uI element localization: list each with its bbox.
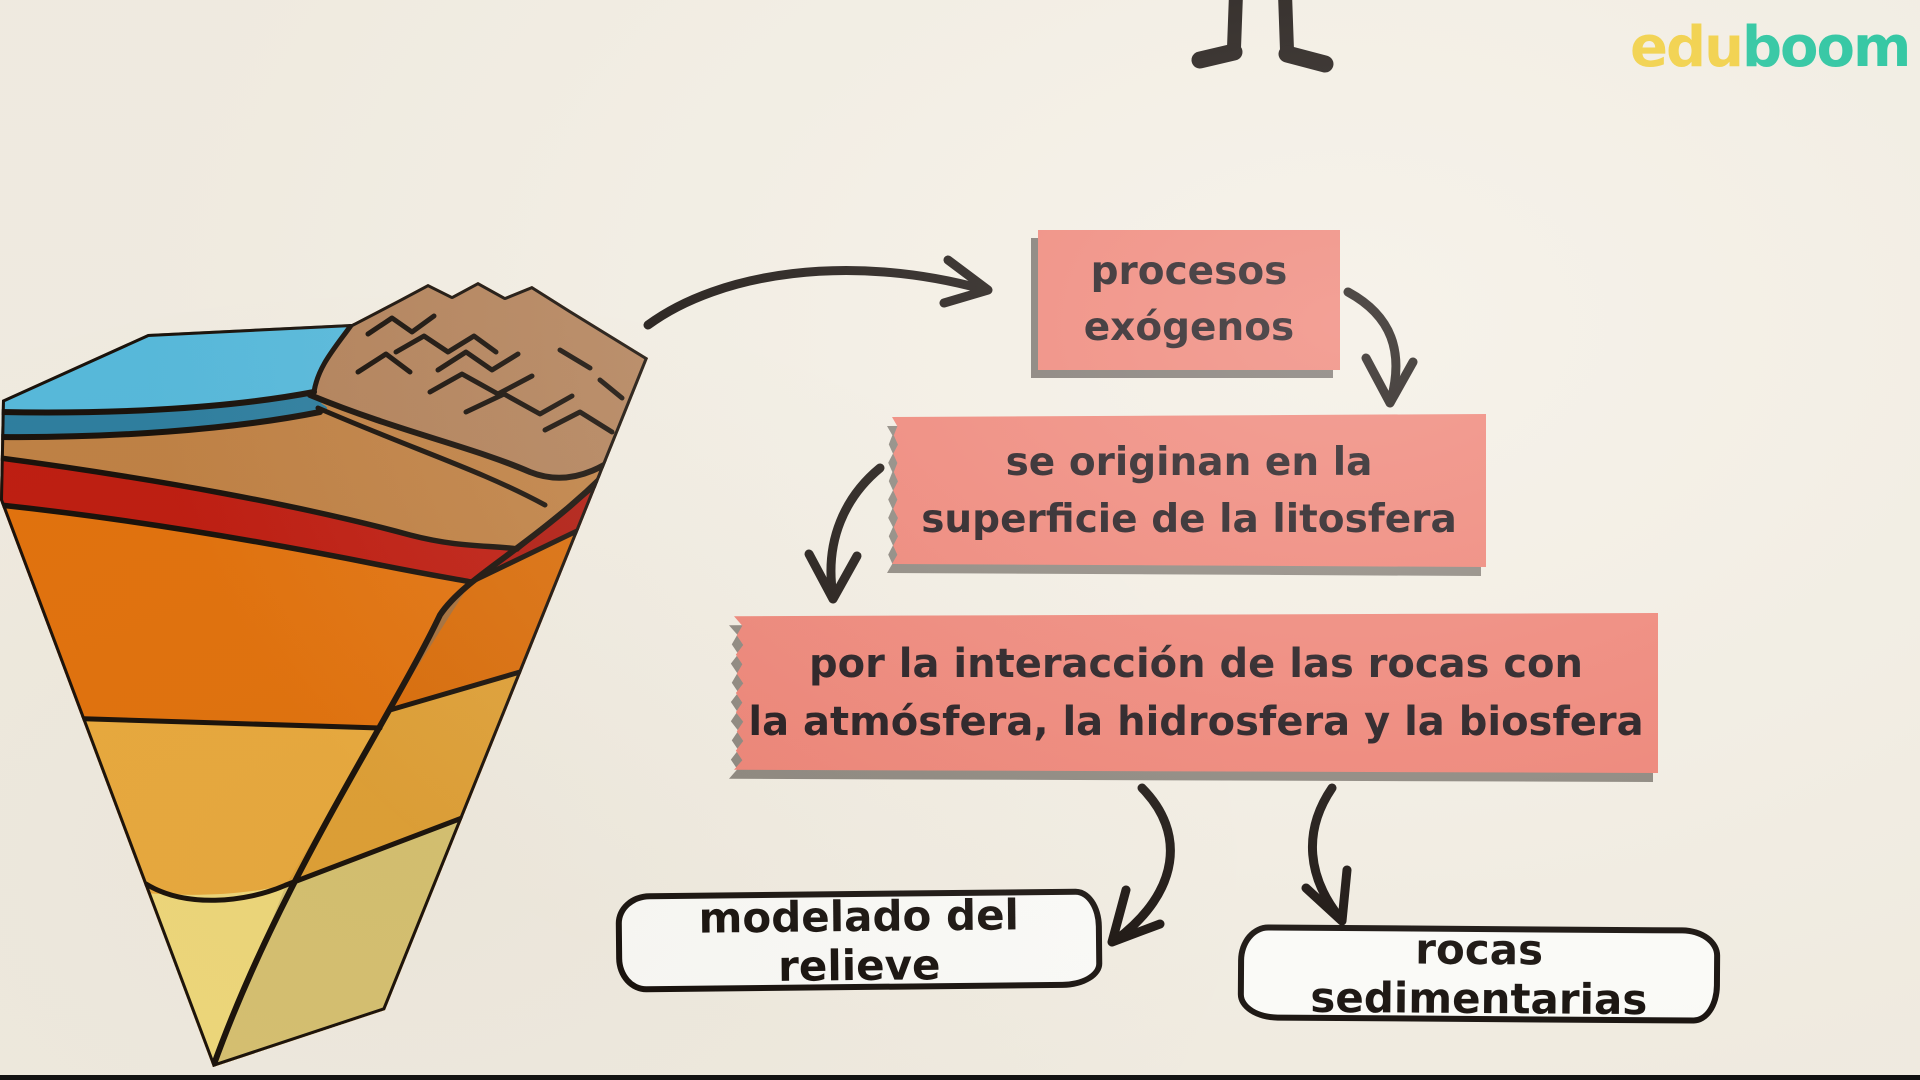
character-legs-illustration <box>1191 0 1334 73</box>
node-text-line: por la interacción de las rocas con <box>808 641 1583 687</box>
node-interaccion-rocas: por la interacción de las rocas con la a… <box>734 613 1658 773</box>
result-rocas-sedimentarias: rocas sedimentarias <box>1237 924 1721 1025</box>
earth-crust-illustration <box>0 282 648 1067</box>
logo-part-boom: boom <box>1741 15 1911 80</box>
arrow-wedge-to-procesos <box>643 255 993 330</box>
arrow-interaccion-to-rocas <box>1301 783 1352 926</box>
result-modelado-del-relieve: modelado del relieve <box>615 888 1103 993</box>
video-frame-bottom-edge <box>0 1075 1920 1080</box>
node-text-line: superficie de la litosfera <box>921 496 1457 542</box>
node-origen-litosfera: se originan en la superficie de la litos… <box>892 414 1486 567</box>
node-text-line: la atmósfera, la hidrosfera y la biosfer… <box>748 699 1644 745</box>
result-label: rocas sedimentarias <box>1310 924 1648 1025</box>
node-text-line: se originan en la <box>1005 439 1373 485</box>
arrow-procesos-to-origen <box>1343 287 1418 408</box>
result-label: modelado del relieve <box>698 889 1020 991</box>
eduboom-logo: eduboom <box>1630 15 1911 80</box>
node-text-line: exógenos <box>1083 305 1295 350</box>
node-text-line: procesos <box>1090 249 1288 294</box>
logo-part-edu: edu <box>1630 15 1744 80</box>
node-procesos-exogenos: procesos exógenos <box>1038 230 1340 370</box>
arrow-origen-to-interaccion <box>804 463 885 604</box>
arrow-interaccion-to-modelado <box>1107 783 1175 947</box>
